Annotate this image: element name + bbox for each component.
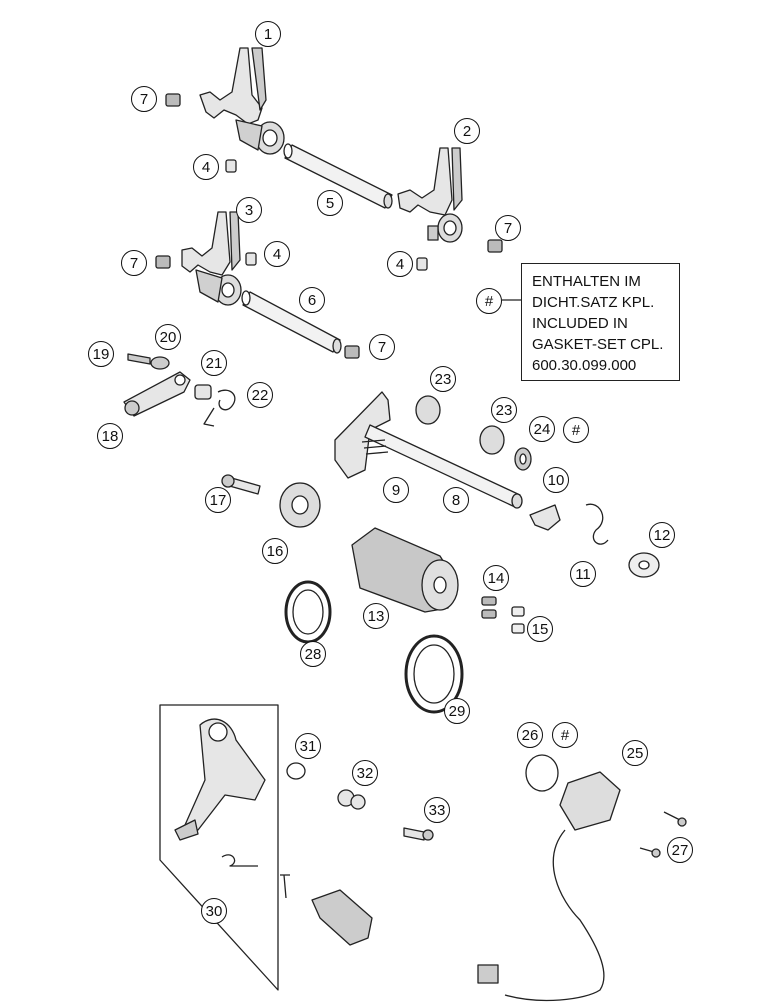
callout-27: 27 [667,837,693,863]
callout-32: 32 [352,760,378,786]
callout-4: 4 [193,154,219,180]
callout-8: 8 [443,487,469,513]
note-line: INCLUDED IN [532,315,628,332]
gasket-set-note: ENTHALTEN IM DICHT.SATZ KPL. INCLUDED IN… [521,263,680,381]
callout-33: 33 [424,797,450,823]
part-6-shift-rod [241,290,342,354]
callout-7: 7 [495,215,521,241]
parts-31-32-33 [286,762,434,841]
callout-7: 7 [131,86,157,112]
parts-18-22-lever [123,353,236,427]
callout-12: 12 [649,522,675,548]
part-5-shift-rod [283,143,393,209]
callout-19: 19 [88,341,114,367]
note-line: ENTHALTEN IM [532,273,641,290]
part-1-shift-fork [199,47,285,155]
parts-28-29-bearings [284,580,464,714]
callout-23: 23 [430,366,456,392]
part-3-shift-fork [181,211,242,306]
callout-21: 21 [201,350,227,376]
parts-16-17-detent [221,474,321,528]
part-2-shift-fork [397,147,463,243]
callout-5: 5 [317,190,343,216]
callout-7: 7 [369,334,395,360]
callout-29: 29 [444,698,470,724]
callout-hash: # [552,722,578,748]
part-13-shift-drum [351,527,459,613]
callout-3: 3 [236,197,262,223]
callout-7: 7 [121,250,147,276]
callout-11: 11 [570,561,596,587]
parts-14-15-pins [481,596,525,634]
callout-hash: # [563,417,589,443]
callout-23: 23 [491,397,517,423]
callout-4: 4 [264,241,290,267]
callout-1: 1 [255,21,281,47]
note-line: DICHT.SATZ KPL. [532,294,655,311]
callout-18: 18 [97,423,123,449]
part-7-springs [155,93,503,359]
callout-25: 25 [622,740,648,766]
callout-4: 4 [387,251,413,277]
callout-6: 6 [299,287,325,313]
callout-hash: # [476,288,502,314]
callout-10: 10 [543,467,569,493]
note-line: 600.30.099.000 [532,357,637,374]
part-30-shift-lever-assembly [159,704,373,991]
note-line: GASKET-SET CPL. [532,336,664,353]
callout-17: 17 [205,487,231,513]
callout-20: 20 [155,324,181,350]
part-8-shift-shaft [334,391,523,509]
callout-9: 9 [383,477,409,503]
parts-11-12-spring-washer [585,503,660,578]
part-4-pins [225,159,428,271]
parts-23-24-10-bearings [415,395,561,531]
callout-13: 13 [363,603,389,629]
callout-14: 14 [483,565,509,591]
callout-24: 24 [529,416,555,442]
callout-26: 26 [517,722,543,748]
callout-15: 15 [527,616,553,642]
callout-16: 16 [262,538,288,564]
callout-30: 30 [201,898,227,924]
parts-25-27-sensor [477,754,687,1002]
callout-2: 2 [454,118,480,144]
callout-22: 22 [247,382,273,408]
callout-31: 31 [295,733,321,759]
callout-28: 28 [300,641,326,667]
